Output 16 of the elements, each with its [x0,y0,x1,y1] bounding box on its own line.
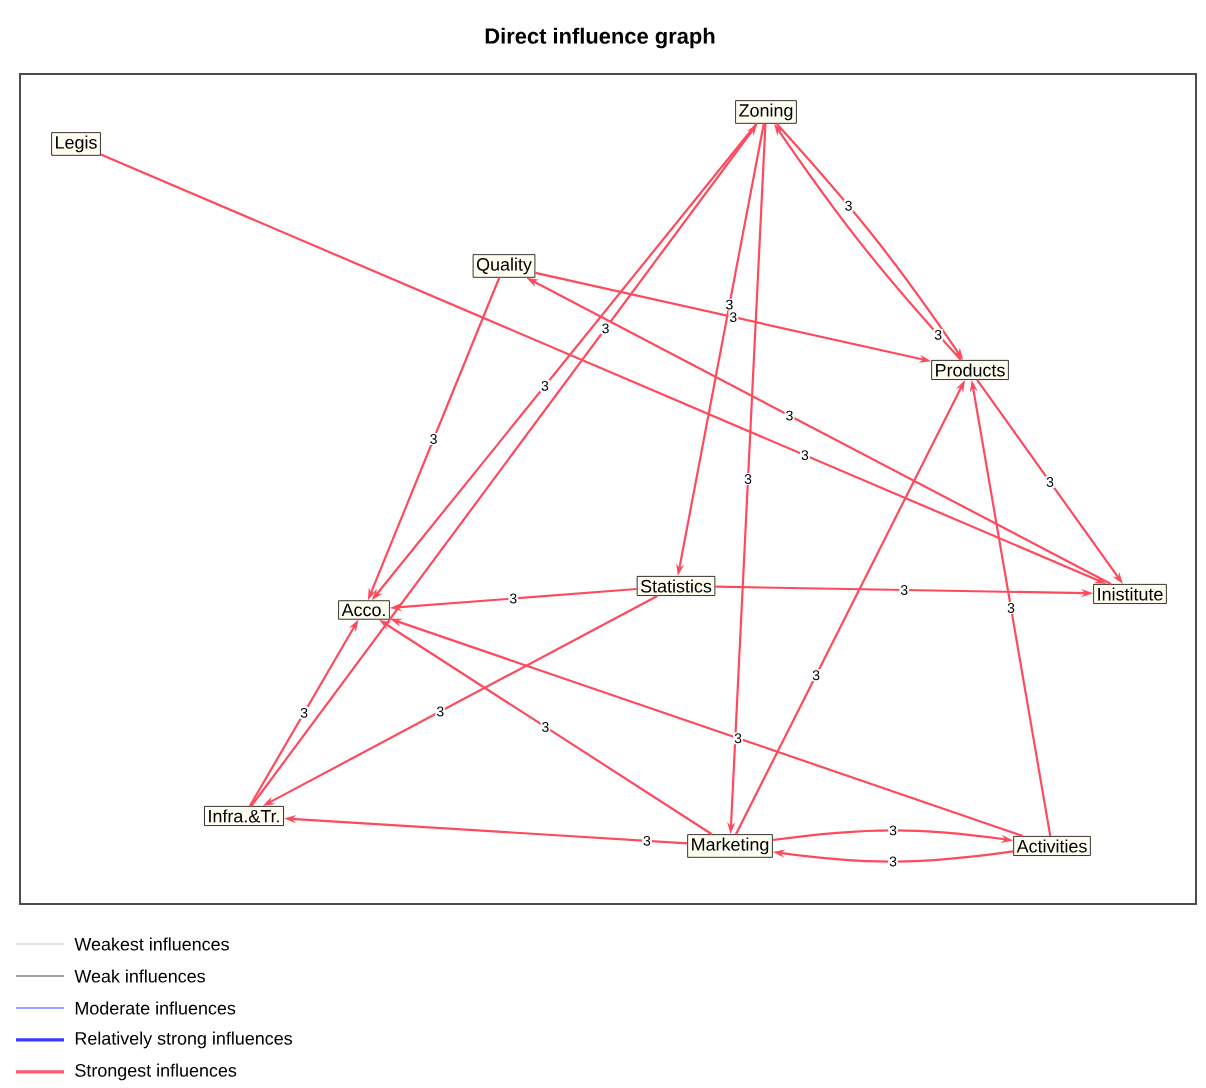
node-box: Legis [51,132,101,156]
node-box: Activities [1013,836,1091,856]
node-box: Statistics [636,576,716,596]
legend-text: Weakest influences [74,937,229,951]
legend-text: Weak influences [74,969,205,983]
node-box: Products [931,360,1009,380]
chart-title: Direct influence graph [485,27,715,49]
node-box: Acco. [338,600,390,620]
node-box: Inistitute [1093,584,1167,604]
node-box: Infra.&Tr. [204,806,284,826]
legend-text: Moderate influences [75,1001,236,1015]
legend-text: Relatively strong influences [75,1031,292,1049]
node-box: Zoning [735,100,797,124]
legend-text: Strongest influences [75,1063,237,1081]
node-box: Marketing [687,834,773,858]
node-box: Quality [472,254,536,278]
